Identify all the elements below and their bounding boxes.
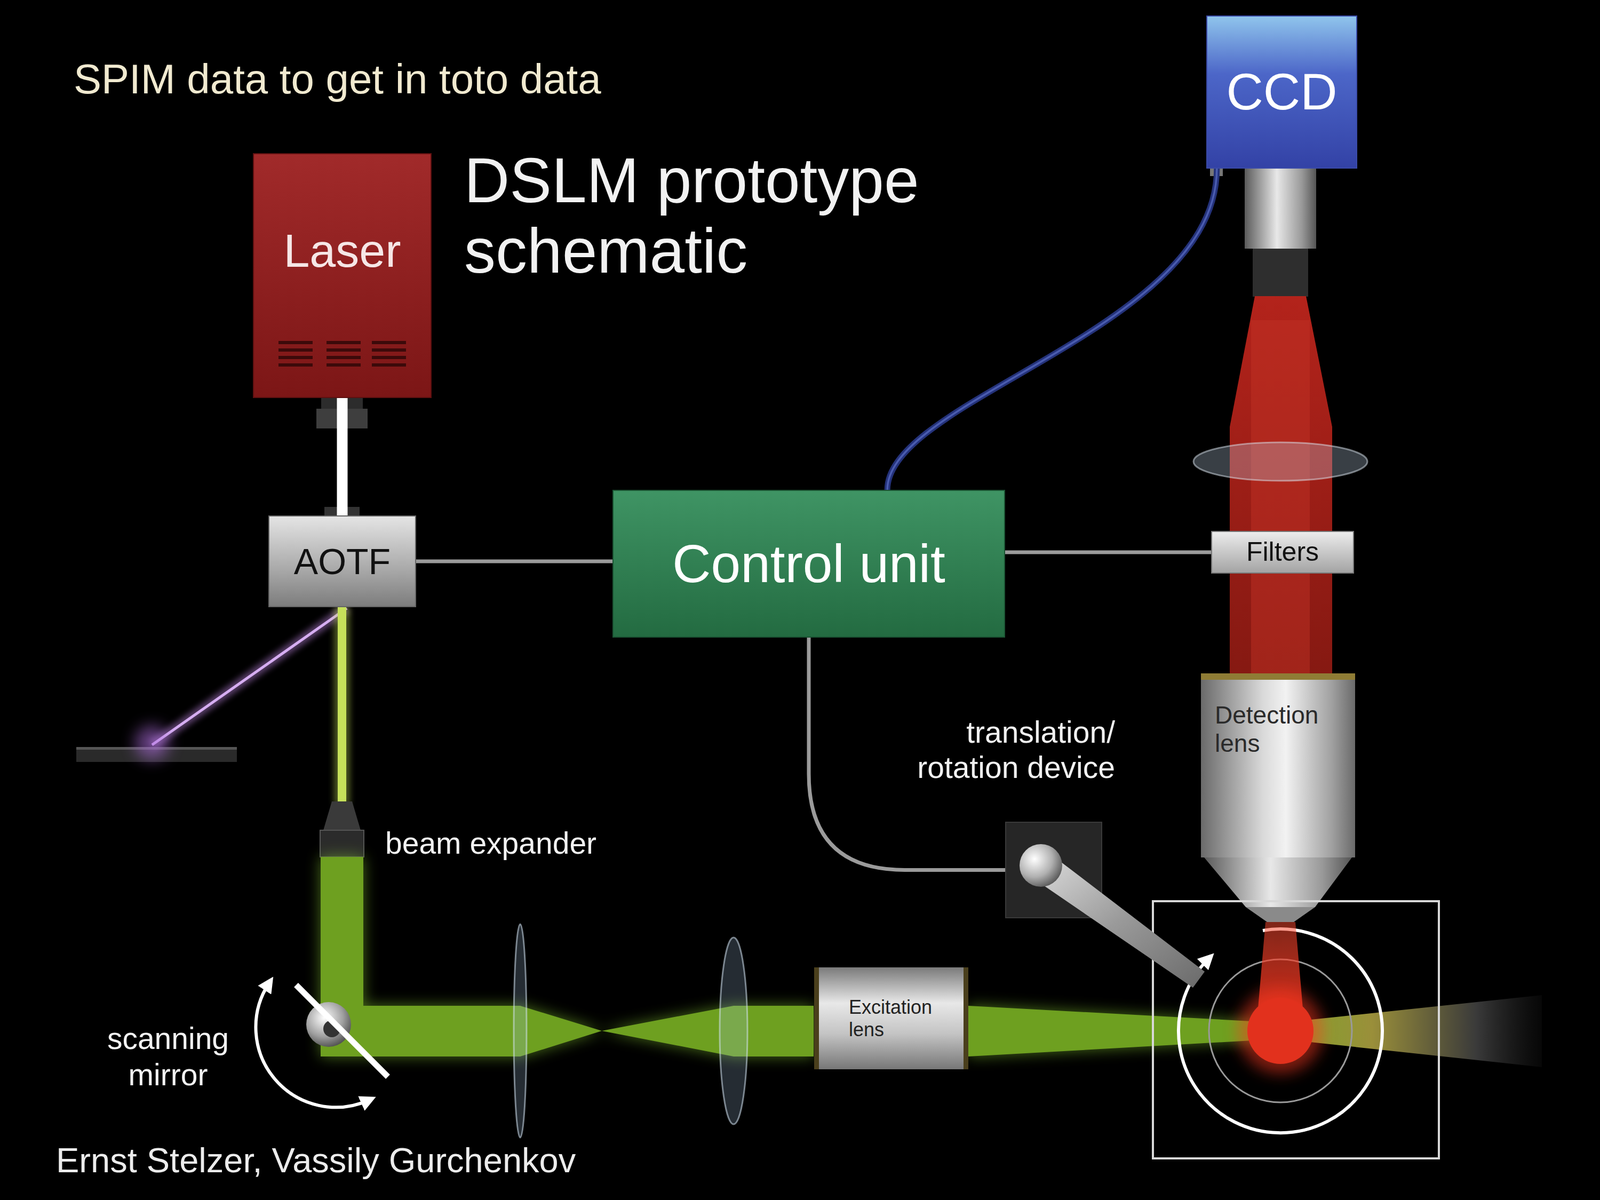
part-label: scanning mirror [90,1020,246,1094]
slide-title-box: SPIM data to get in toto data [73,55,874,104]
camera-cable [887,168,1217,490]
label-box: scanning mirror [90,1020,246,1094]
aotf-box: AOTF [268,515,417,608]
control-box: Control unit [612,489,1006,638]
rotation-stage-box [1005,821,1103,919]
node-label: translation/ rotation device [874,714,1116,785]
node-label: CCD [1226,62,1338,122]
node-label: Detection lens [1214,701,1349,758]
node-label: Laser [283,223,401,278]
stage-group: translation/ rotation device [874,714,1116,919]
node-label: Excitation lens [848,996,959,1041]
part-label: beam expander [385,825,631,862]
control-wire [416,559,613,564]
label-box: Ernst Stelzer, Vassily Gurchenkov [56,1140,857,1181]
node-label: Control unit [672,532,945,595]
control-wire [1005,550,1212,555]
node-label: Filters [1246,536,1319,568]
label-box: DSLM prototype schematic [464,145,998,286]
objective-lens: Excitation lens [814,967,969,1070]
cable-highlight [887,168,1217,490]
filter-box: Filters [1211,530,1355,574]
schematic-heading: DSLM prototype schematic [464,145,998,286]
camera-box: CCD [1206,15,1358,169]
laser-beam [337,397,348,516]
beam-glow [330,397,355,516]
laser-box: Laser [252,153,432,398]
node-label: AOTF [293,540,391,583]
sample-holder-arm [1005,821,1103,919]
author-credit: Ernst Stelzer, Vassily Gurchenkov [56,1140,857,1181]
label-box: beam expander [385,825,631,862]
slide-title: SPIM data to get in toto data [73,55,874,104]
objective-lens: Detection lens [1200,673,1356,858]
